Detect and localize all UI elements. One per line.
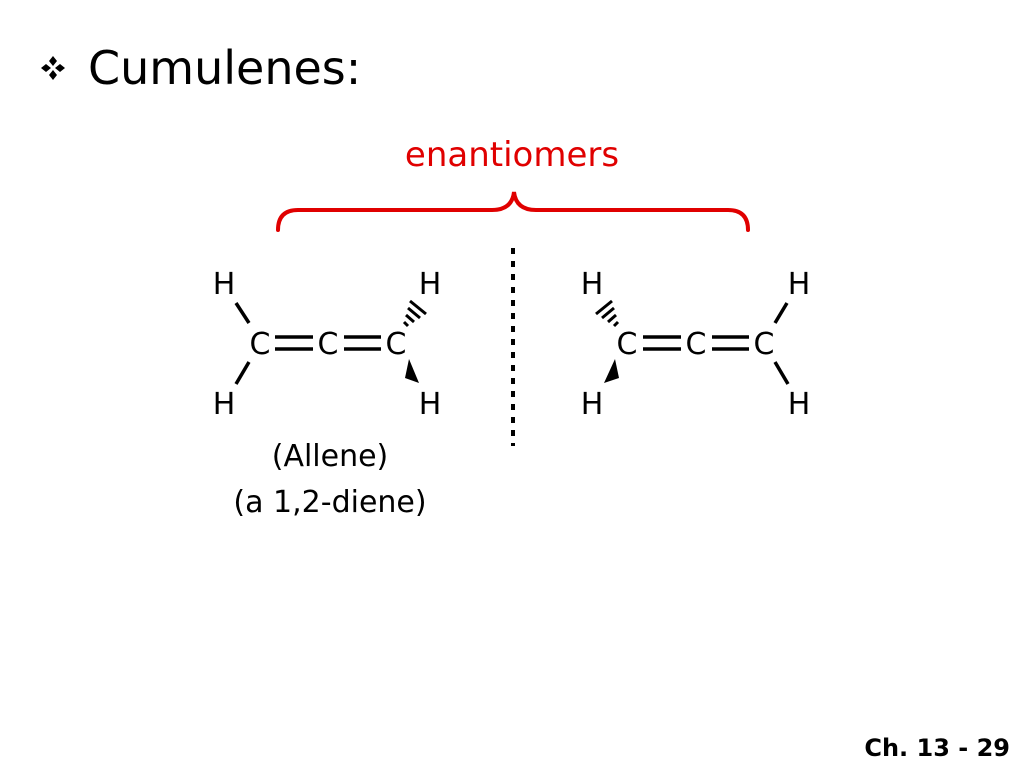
right-allene-molecule: H H C C C H H xyxy=(581,267,811,422)
left-double-bond-c1-c2 xyxy=(275,335,313,351)
left-atom-c1: C xyxy=(250,327,271,362)
left-atom-c3: C xyxy=(386,327,407,362)
right-atom-c1: C xyxy=(617,327,638,362)
right-atom-h-top-right: H xyxy=(788,267,811,302)
slide-title-row: Cumulenes: xyxy=(40,38,361,98)
right-atom-h-bottom-left: H xyxy=(581,387,604,422)
enantiomers-label: enantiomers xyxy=(404,135,620,175)
slide-title: Cumulenes: xyxy=(88,41,362,95)
right-double-bond-c2-c3 xyxy=(712,335,749,351)
left-hashed-bond-h-top-right xyxy=(402,299,427,328)
right-atom-c2: C xyxy=(686,327,707,362)
left-double-bond-c2-c3 xyxy=(344,335,381,351)
right-hashed-bond-h-top-left xyxy=(595,299,620,328)
right-wedge-bond-h-bottom-left xyxy=(604,359,619,383)
left-atom-h-top-right: H xyxy=(419,267,442,302)
enantiomers-brace xyxy=(276,191,750,232)
left-wedge-bond-h-bottom-right xyxy=(405,359,419,383)
four-diamond-bullet-icon xyxy=(41,56,65,80)
right-bond-h-bottom-right xyxy=(773,361,790,385)
left-atom-c2: C xyxy=(318,327,339,362)
diene-caption: (a 1,2-diene) xyxy=(233,485,427,520)
left-atom-h-bottom-right: H xyxy=(419,387,442,422)
right-bond-h-top-right xyxy=(773,302,789,324)
allene-caption: (Allene) xyxy=(271,439,389,474)
right-double-bond-c1-c2 xyxy=(643,335,681,351)
right-atom-h-bottom-right: H xyxy=(788,387,811,422)
right-atom-c3: C xyxy=(754,327,775,362)
right-atom-h-top-left: H xyxy=(581,267,604,302)
left-atom-h-top-left: H xyxy=(213,267,236,302)
left-bond-h-top-left xyxy=(234,302,251,324)
left-atom-h-bottom-left: H xyxy=(213,387,236,422)
left-bond-h-bottom-left xyxy=(234,361,251,385)
page-number: Ch. 13 - 29 xyxy=(864,734,1010,762)
left-allene-molecule: H H C C C H H xyxy=(213,267,442,422)
